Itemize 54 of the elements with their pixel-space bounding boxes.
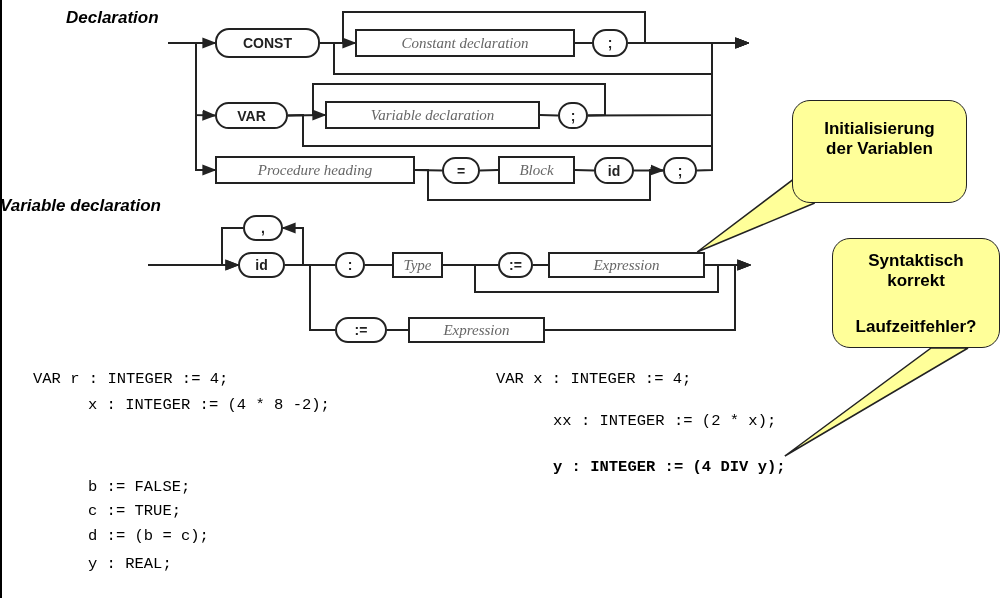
nonterminal-box: Type: [392, 252, 443, 278]
terminal-symbol: ,: [243, 215, 283, 241]
railroad-line: [479, 169, 499, 172]
nonterminal-box: Variable declaration: [325, 101, 540, 129]
nonterminal-box: Constant declaration: [355, 29, 575, 57]
callout-pointer: [784, 347, 969, 457]
diagram-heading: Declaration: [66, 8, 159, 28]
railroad-line: [364, 264, 393, 266]
code-line: VAR r : INTEGER := 4;: [33, 370, 229, 388]
terminal-symbol: :: [335, 252, 365, 278]
terminal-symbol: ;: [558, 102, 588, 129]
nonterminal-box: Expression: [408, 317, 545, 343]
callout-pointer: [696, 179, 816, 253]
code-line: y : REAL;: [88, 555, 172, 573]
railroad-line: [574, 42, 593, 44]
terminal-symbol: VAR: [215, 102, 288, 129]
code-line: b := FALSE;: [88, 478, 191, 496]
code-line: xx : INTEGER := (2 * x);: [553, 412, 777, 430]
railroad-line: [221, 227, 244, 271]
terminal-symbol: =: [442, 157, 480, 184]
code-line: d := (b = c);: [88, 527, 209, 545]
railroad-line: [627, 37, 750, 49]
speech-callout: Initialisierung der Variablen: [792, 100, 967, 203]
railroad-line: [284, 264, 336, 266]
code-line: y : INTEGER := (4 DIV y);: [553, 456, 786, 478]
callout-text: Laufzeitfehler?: [855, 317, 977, 337]
railroad-line: [532, 264, 549, 266]
nonterminal-box: Block: [498, 156, 575, 184]
speech-callout: [832, 238, 1000, 348]
terminal-symbol: :=: [498, 252, 533, 278]
railroad-line: [342, 11, 646, 49]
railroad-line: [442, 264, 499, 266]
terminal-symbol: ;: [663, 157, 697, 184]
diagram-heading: Variable declaration: [0, 196, 161, 216]
railroad-line: [574, 169, 595, 172]
callout-text: Syntaktisch korrekt: [867, 251, 965, 291]
railroad-line: [414, 169, 443, 172]
terminal-symbol: id: [238, 252, 285, 278]
terminal-symbol: :=: [335, 317, 387, 343]
code-line: c := TRUE;: [88, 502, 181, 520]
terminal-symbol: ;: [592, 29, 628, 57]
railroad-line: [167, 37, 217, 49]
railroad-line: [281, 222, 304, 266]
nonterminal-box: Expression: [548, 252, 705, 278]
nonterminal-box: Procedure heading: [215, 156, 415, 184]
railroad-line: [633, 169, 664, 172]
railroad-line: [539, 114, 559, 117]
terminal-symbol: CONST: [215, 28, 320, 58]
railroad-line: [704, 259, 752, 271]
railroad-line: [386, 329, 409, 331]
terminal-symbol: id: [594, 157, 634, 184]
code-line: x : INTEGER := (4 * 8 -2);: [88, 396, 330, 414]
railroad-line: [312, 83, 606, 121]
code-line: VAR x : INTEGER := 4;: [496, 370, 692, 388]
